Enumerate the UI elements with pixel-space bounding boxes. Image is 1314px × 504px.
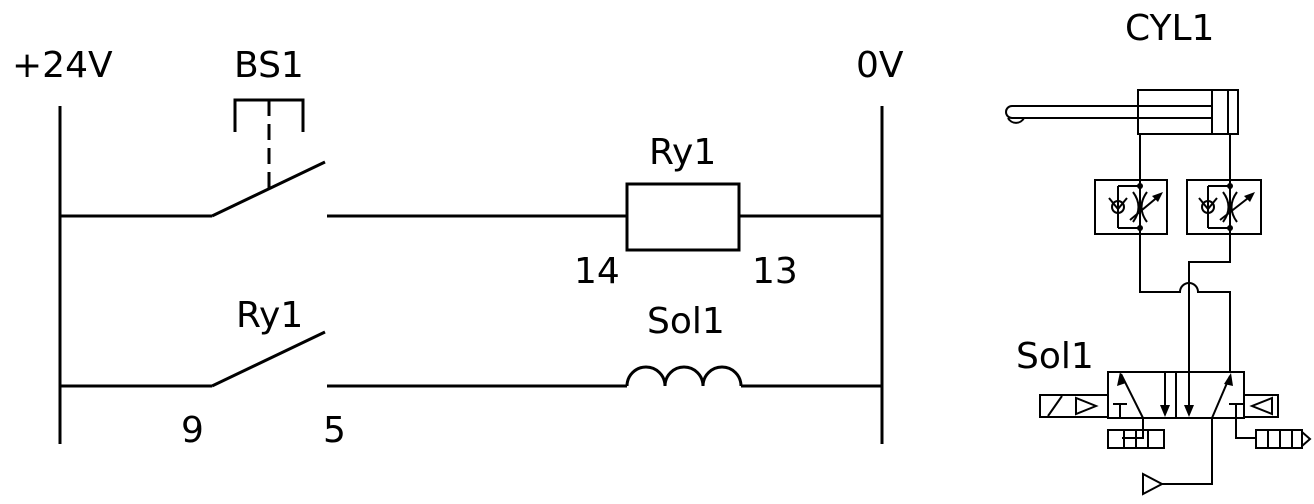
spring-triangle-icon: [1249, 396, 1273, 416]
bs1-label: BS1: [234, 45, 304, 86]
flow-control-valve-2: [1186, 179, 1262, 235]
adjust-arrow-icon: [1129, 194, 1161, 221]
solenoid-coil-icon: [625, 365, 743, 387]
solenoid-actuator-icon: [1039, 394, 1109, 418]
pneumatic-circuit: CYL1: [1005, 8, 1312, 496]
cylinder-cyl1: [1005, 89, 1239, 135]
flow-control-1-body: [1094, 179, 1168, 235]
adjust-arrowhead-icon: [1244, 192, 1255, 202]
supply-source-icon: [1142, 472, 1165, 496]
flow-control-valve-1: [1094, 179, 1168, 235]
flow-arrowhead-icon: [1160, 405, 1170, 417]
exhaust-pipe-right: [1235, 418, 1256, 439]
flow-control-2-body: [1186, 179, 1262, 235]
valve-solenoid-label: Sol1: [1016, 336, 1094, 377]
ry1-contact-label: Ry1: [236, 295, 303, 336]
positive-rail-label: +24V: [12, 45, 113, 86]
contact-terminal-right: 5: [323, 410, 346, 451]
check-valve-ball-icon: [1111, 200, 1125, 214]
coil-terminal-right: 13: [752, 251, 798, 292]
ry1-contact-blade: [211, 330, 326, 388]
throttle-icon: [1132, 191, 1148, 223]
negative-rail-label: 0V: [856, 45, 904, 86]
junction-dot: [1137, 225, 1143, 231]
relay-coil-label: Ry1: [649, 132, 716, 173]
pipe-flow2-to-valve: [1188, 234, 1231, 372]
solenoid-winding-icon: [1047, 395, 1063, 417]
rod-eye-icon: [1007, 117, 1025, 124]
flow-arrowhead-icon: [1224, 373, 1233, 386]
pipe-flow1-to-valve: [1139, 234, 1231, 372]
ladder-diagram: +24V 0V BS1 Ry1 14 13 Ry1 9 5 Sol: [12, 45, 904, 451]
check-valve-seat-icon: [1108, 197, 1128, 211]
junction-dot: [1137, 183, 1143, 189]
flow-arrowhead-icon: [1184, 405, 1194, 417]
cylinder-label: CYL1: [1125, 8, 1214, 49]
adjust-arrowhead-icon: [1152, 192, 1163, 202]
solenoid-label: Sol1: [647, 301, 725, 342]
throttle-icon: [1222, 191, 1238, 223]
coil-terminal-left: 14: [574, 251, 620, 292]
adjust-arrow-icon: [1219, 194, 1253, 221]
check-valve-ball-icon: [1201, 200, 1215, 214]
check-valve-seat-icon: [1198, 197, 1218, 211]
bs1-switch-blade: [211, 160, 326, 218]
blocked-port-icon: [1229, 403, 1243, 418]
bs1-push-button-icon: [233, 98, 305, 132]
rung-2: Ry1 9 5 Sol1: [60, 295, 882, 451]
cylinder-barrel: [1137, 89, 1239, 135]
contact-terminal-left: 9: [181, 410, 204, 451]
spring-return-icon: [1243, 394, 1279, 418]
blocked-port-icon: [1113, 403, 1127, 418]
solenoid-valve-5-2: Sol1: [1016, 336, 1312, 496]
junction-dot: [1227, 183, 1233, 189]
exhaust-pipe-left: [1122, 418, 1144, 439]
flow-arrowhead-icon: [1117, 372, 1126, 386]
junction-dot: [1227, 225, 1233, 231]
silencer-triangle-icon: [1301, 431, 1312, 447]
rod-end-icon: [1005, 105, 1013, 119]
solenoid-triangle-icon: [1075, 396, 1099, 416]
relay-coil-ry1: [625, 182, 741, 252]
supply-pipe: [1160, 418, 1213, 485]
rung-1: BS1 Ry1 14 13: [60, 45, 882, 292]
